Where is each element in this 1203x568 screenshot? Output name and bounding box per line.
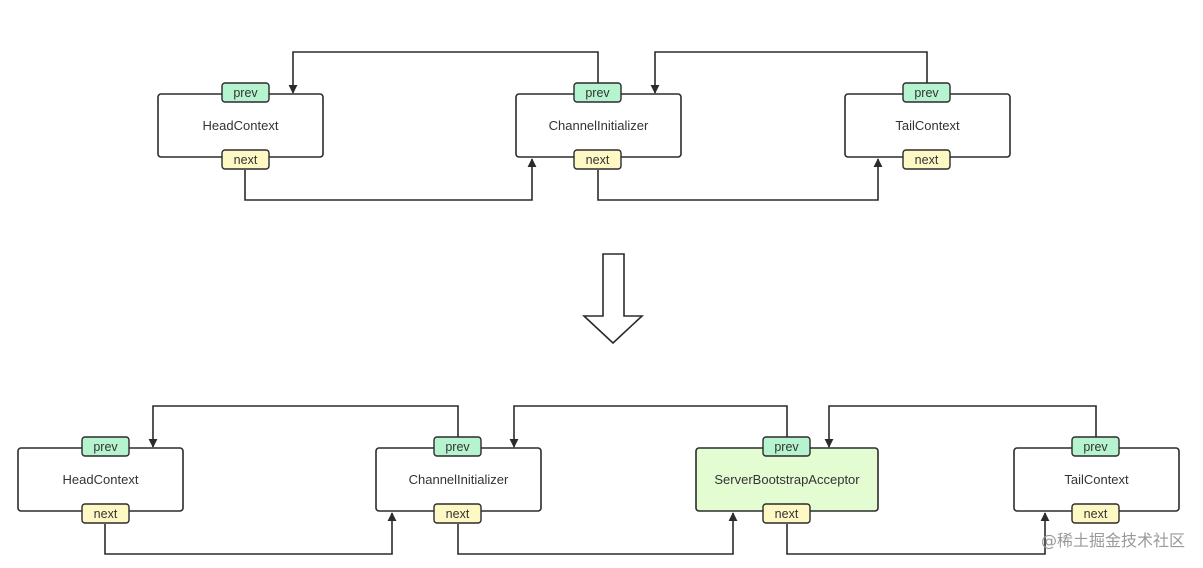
svg-text:prev: prev: [585, 86, 610, 100]
svg-text:prev: prev: [445, 440, 470, 454]
node-label: TailContext: [1064, 472, 1129, 487]
prev-tag: prev: [81, 436, 130, 457]
prev-tag: prev: [762, 436, 811, 457]
next-tag: next: [902, 149, 951, 170]
node-label: ServerBootstrapAcceptor: [714, 472, 860, 487]
prev-link-tailcontext-to-serverbootstrapacceptor: [824, 405, 1097, 448]
node-label: HeadContext: [203, 118, 279, 133]
svg-text:next: next: [1084, 507, 1108, 521]
svg-text:next: next: [775, 507, 799, 521]
svg-text:prev: prev: [233, 86, 258, 100]
next-link-channelinitializer-to-serverbootstrapacceptor: [457, 512, 738, 555]
svg-text:next: next: [915, 153, 939, 167]
prev-link-serverbootstrapacceptor-to-channelinitializer: [509, 405, 788, 448]
next-link-headcontext-to-channelinitializer: [104, 512, 397, 555]
prev-tag: prev: [221, 82, 270, 103]
node-headcontext: HeadContext prev next: [157, 82, 324, 170]
node-channelinitializer: ChannelInitializer prev next: [375, 436, 542, 524]
watermark: @稀土掘金技术社区: [1041, 531, 1185, 550]
next-link-channelinitializer-to-tailcontext: [597, 158, 883, 201]
next-tag: next: [221, 149, 270, 170]
svg-text:next: next: [234, 153, 258, 167]
down-arrow-icon: [581, 253, 645, 345]
next-link-headcontext-to-channelinitializer: [244, 158, 537, 201]
svg-text:next: next: [446, 507, 470, 521]
node-label: HeadContext: [63, 472, 139, 487]
next-tag: next: [762, 503, 811, 524]
next-tag: next: [1071, 503, 1120, 524]
node-serverbootstrapacceptor: ServerBootstrapAcceptor prev next: [695, 436, 879, 524]
prev-link-tailcontext-to-channelinitializer: [650, 51, 928, 94]
prev-link-channelinitializer-to-headcontext: [288, 51, 599, 94]
node-headcontext: HeadContext prev next: [17, 436, 184, 524]
after-pipeline: HeadContext prev next ChannelInitializer…: [17, 405, 1180, 555]
next-tag: next: [573, 149, 622, 170]
svg-text:prev: prev: [774, 440, 799, 454]
node-label: ChannelInitializer: [549, 118, 649, 133]
svg-text:prev: prev: [1083, 440, 1108, 454]
prev-tag: prev: [1071, 436, 1120, 457]
next-link-serverbootstrapacceptor-to-tailcontext: [786, 512, 1050, 555]
prev-tag: prev: [902, 82, 951, 103]
node-tailcontext: TailContext prev next: [1013, 436, 1180, 524]
svg-text:next: next: [586, 153, 610, 167]
node-tailcontext: TailContext prev next: [844, 82, 1011, 170]
before-pipeline: HeadContext prev next ChannelInitializer…: [157, 51, 1011, 201]
prev-tag: prev: [573, 82, 622, 103]
prev-link-channelinitializer-to-headcontext: [148, 405, 459, 448]
node-label: ChannelInitializer: [409, 472, 509, 487]
svg-text:prev: prev: [93, 440, 118, 454]
next-tag: next: [433, 503, 482, 524]
svg-text:prev: prev: [914, 86, 939, 100]
node-channelinitializer: ChannelInitializer prev next: [515, 82, 682, 170]
next-tag: next: [81, 503, 130, 524]
node-label: TailContext: [895, 118, 960, 133]
svg-text:next: next: [94, 507, 118, 521]
prev-tag: prev: [433, 436, 482, 457]
